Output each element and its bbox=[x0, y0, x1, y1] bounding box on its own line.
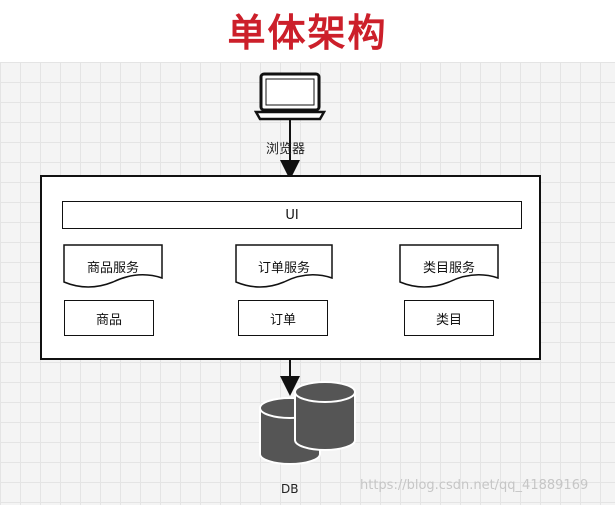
ui-layer: UI bbox=[62, 201, 522, 229]
db-label: DB bbox=[281, 482, 299, 496]
service-doc-shape-2 bbox=[399, 244, 499, 288]
module-label-2: 类目 bbox=[435, 312, 462, 328]
service-doc-shape-0 bbox=[63, 244, 163, 288]
watermark: https://blog.csdn.net/qq_41889169 bbox=[360, 478, 589, 493]
title-band: 单体架构 bbox=[0, 0, 615, 62]
browser-label: 浏览器 bbox=[266, 142, 306, 157]
database-icon bbox=[259, 381, 356, 465]
service-label-2: 类目服务 bbox=[422, 261, 475, 276]
service-label-0: 商品服务 bbox=[86, 261, 139, 276]
module-box-1: 订单 bbox=[238, 300, 328, 336]
service-label-1: 订单服务 bbox=[257, 261, 310, 276]
service-doc-shape-1 bbox=[235, 244, 333, 288]
module-label-1: 订单 bbox=[269, 312, 296, 328]
module-box-0: 商品 bbox=[64, 300, 154, 336]
laptop-icon bbox=[254, 72, 326, 121]
page-title: 单体架构 bbox=[227, 11, 388, 55]
ui-label: UI bbox=[285, 207, 299, 223]
module-label-0: 商品 bbox=[95, 312, 122, 328]
module-box-2: 类目 bbox=[404, 300, 494, 336]
